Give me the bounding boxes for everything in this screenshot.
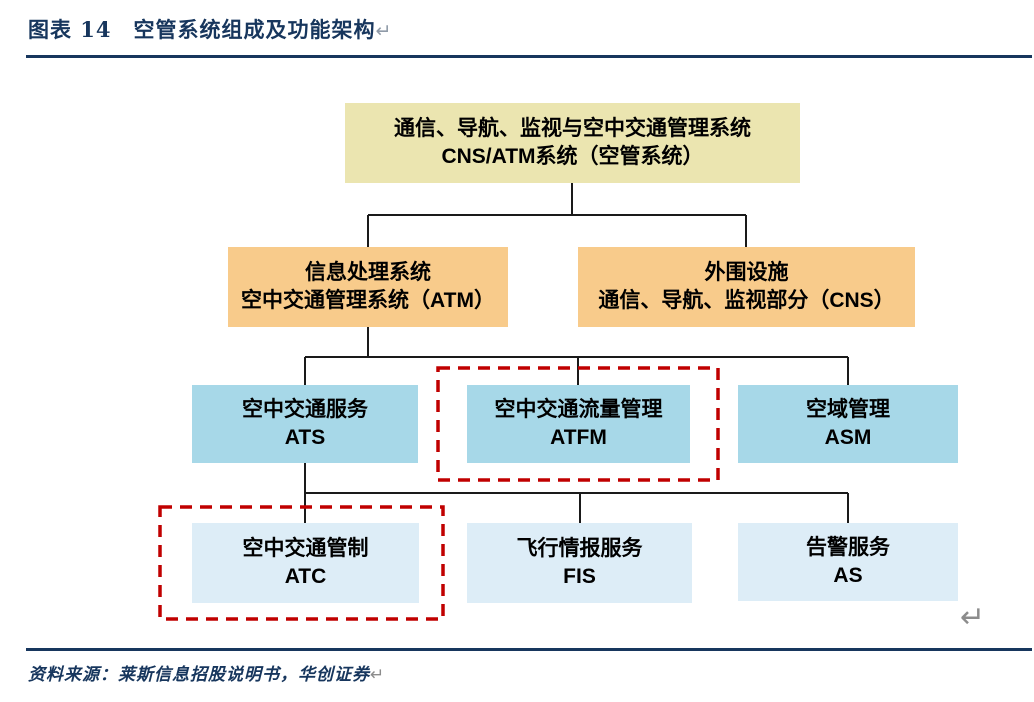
- node-line1: 飞行情报服务: [516, 537, 643, 560]
- node-line1: 通信、导航、监视与空中交通管理系统: [394, 117, 751, 140]
- figure-label: 图表 14: [28, 17, 112, 42]
- footer-rule: [26, 648, 1032, 651]
- figure-title-row: 图表 14 空管系统组成及功能架构↵: [28, 14, 1008, 44]
- node-line1: 空中交通管制: [242, 537, 369, 560]
- node-line1: 信息处理系统: [305, 261, 431, 284]
- node-line1: 告警服务: [806, 536, 890, 559]
- node-line2: 通信、导航、监视部分（CNS）: [598, 289, 895, 312]
- node-fis: 飞行情报服务 FIS: [467, 523, 692, 603]
- title-rule: [26, 55, 1032, 58]
- paragraph-return-icon: ↵: [375, 20, 393, 42]
- source-text: 资料来源：莱斯信息招股说明书，华创证券: [28, 665, 370, 685]
- node-line1: 空域管理: [806, 398, 890, 421]
- node-line2: CNS/ATM系统（空管系统）: [441, 145, 704, 168]
- node-line1: 外围设施: [704, 261, 789, 284]
- node-line1: 空中交通服务: [242, 398, 368, 421]
- node-cns-atm-root: 通信、导航、监视与空中交通管理系统 CNS/ATM系统（空管系统）: [345, 103, 800, 183]
- node-atm: 信息处理系统 空中交通管理系统（ATM）: [228, 247, 508, 327]
- node-as: 告警服务 AS: [738, 523, 958, 601]
- tree-connectors: [304, 183, 849, 523]
- paragraph-return-icon: ↵: [960, 600, 986, 635]
- node-line2: ASM: [824, 426, 872, 449]
- node-line2: FIS: [563, 565, 596, 588]
- node-line2: AS: [833, 564, 863, 587]
- node-atfm: 空中交通流量管理 ATFM: [467, 385, 690, 463]
- figure-title: 空管系统组成及功能架构: [133, 17, 376, 42]
- node-ats: 空中交通服务 ATS: [192, 385, 418, 463]
- node-cns: 外围设施 通信、导航、监视部分（CNS）: [578, 247, 915, 327]
- node-line2: 空中交通管理系统（ATM）: [241, 289, 495, 312]
- node-line1: 空中交通流量管理: [494, 398, 663, 421]
- source-line: 资料来源：莱斯信息招股说明书，华创证券↵: [28, 660, 1008, 685]
- paragraph-return-icon: ↵: [370, 665, 386, 685]
- node-asm: 空域管理 ASM: [738, 385, 958, 463]
- node-line2: ATFM: [550, 426, 607, 449]
- node-line2: ATC: [284, 565, 327, 588]
- node-line2: ATS: [284, 426, 326, 449]
- node-atc: 空中交通管制 ATC: [192, 523, 419, 603]
